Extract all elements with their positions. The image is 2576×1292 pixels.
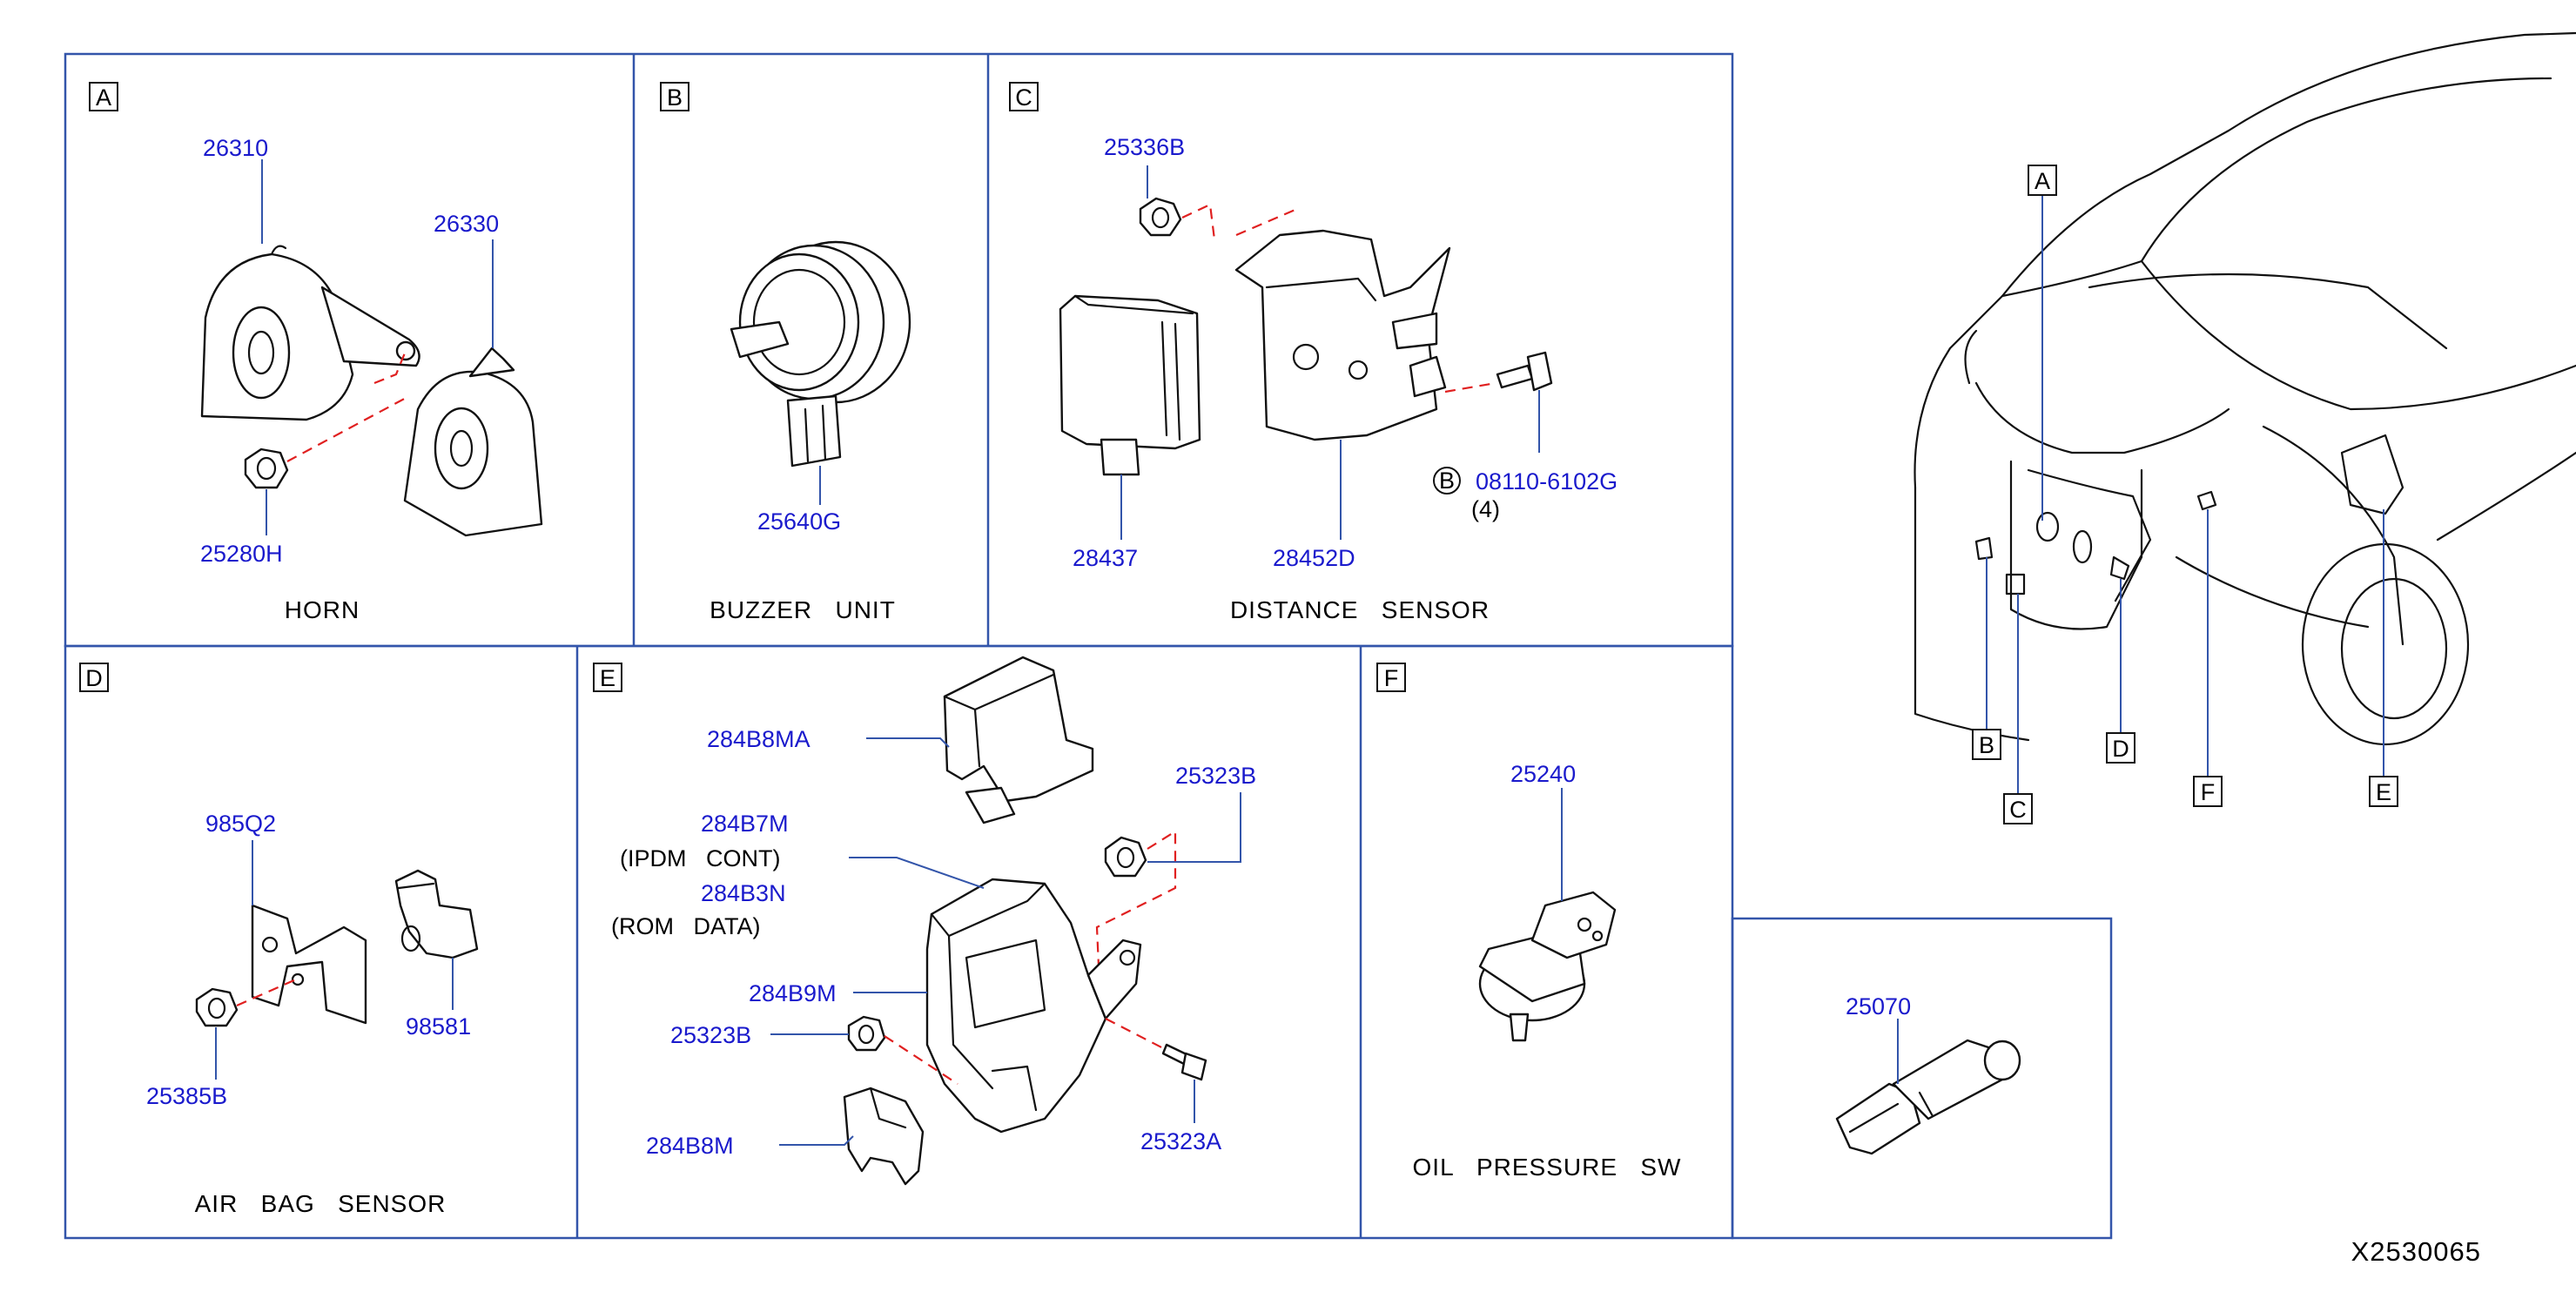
- assembly-line: [1095, 830, 1177, 967]
- ipdm-note: (IPDM CONT): [620, 845, 780, 871]
- part-number-nut-left[interactable]: 25323B: [670, 1022, 751, 1048]
- part-number-switch[interactable]: 25240: [1510, 761, 1576, 787]
- nut-drawing: [847, 1015, 886, 1052]
- part-number-horn-high[interactable]: 26330: [434, 211, 499, 237]
- part-number-clip[interactable]: 284B8M: [646, 1133, 734, 1159]
- part-number-bracket[interactable]: 985Q2: [205, 811, 276, 837]
- assembly-line: [884, 1035, 958, 1085]
- panel-frames: [64, 52, 2113, 1240]
- callout-e[interactable]: E: [2376, 779, 2391, 805]
- nut-drawing: [195, 987, 239, 1027]
- panel-caption: AIR BAG SENSOR: [195, 1190, 447, 1217]
- panel-letter-box: [1376, 663, 1406, 692]
- bolt-drawing: [1496, 351, 1553, 392]
- assembly-line: [1181, 203, 1298, 240]
- panel-letter-box: [1009, 82, 1039, 111]
- part-number-sensor[interactable]: 28437: [1073, 545, 1138, 571]
- bolt-drawing: [1161, 1043, 1207, 1081]
- panel-caption: OIL PRESSURE SW: [1413, 1154, 1682, 1181]
- oil-pressure-switch-drawing: [1478, 891, 1617, 1042]
- callout-box-c: [2003, 793, 2033, 824]
- nut-drawing: [1139, 197, 1182, 237]
- panel-air-bag-sensor: D 985Q2 25385B 98581 AIR BAG SENSOR: [79, 663, 479, 1217]
- panel-letter: C: [1015, 84, 1032, 111]
- part-number-bracket[interactable]: 284B9M: [749, 980, 837, 1006]
- ipdm-drawing: [925, 878, 1142, 1134]
- callout-box-d: [2106, 732, 2135, 764]
- leader-line: [866, 737, 950, 748]
- callout-d[interactable]: D: [2112, 736, 2129, 762]
- nut-drawing: [244, 447, 289, 489]
- panel-letter-box: [593, 663, 622, 692]
- part-number-cover[interactable]: 284B8MA: [707, 726, 810, 752]
- callout-box-b: [1972, 729, 2001, 760]
- panel-letter: B: [667, 84, 683, 111]
- part-number-bolt[interactable]: 25323A: [1140, 1128, 1221, 1154]
- panel-sensor-25070: 25070: [1835, 993, 2021, 1155]
- horn-low-drawing: [200, 245, 420, 421]
- sensor-drawing: [1835, 1039, 2021, 1155]
- panel-letter: D: [85, 665, 103, 691]
- panel-caption: BUZZER UNIT: [710, 596, 896, 623]
- panel-ipdm: E 284B8MA 25323B 284B7M (: [593, 656, 1256, 1186]
- panel-letter-box: [79, 663, 109, 692]
- callout-b[interactable]: B: [1979, 732, 1994, 758]
- reference-circle: [1433, 467, 1461, 495]
- callout-box-f: [2193, 776, 2223, 807]
- horn-high-drawing: [403, 347, 543, 537]
- cover-drawing: [943, 656, 1094, 824]
- callout-f[interactable]: F: [2201, 779, 2216, 805]
- leader-line: [1147, 792, 1241, 863]
- part-number-bracket[interactable]: 28452D: [1273, 545, 1355, 571]
- air-bag-sensor-drawing: [394, 869, 479, 959]
- diagram-id: X2530065: [2351, 1236, 2481, 1267]
- panel-letter: A: [96, 84, 111, 111]
- panel-distance-sensor: C 25336B 28437: [1009, 82, 1618, 623]
- panel-oil-pressure-switch: F 25240 OIL PRESSURE SW: [1376, 663, 1682, 1181]
- clip-drawing: [843, 1087, 925, 1186]
- panel-letter: F: [1384, 665, 1399, 691]
- leader-line: [849, 857, 985, 889]
- part-number-sensor[interactable]: 98581: [406, 1013, 471, 1040]
- callout-a[interactable]: A: [2035, 168, 2050, 194]
- leader-line: [779, 1135, 854, 1146]
- callout-box-a: [2028, 165, 2057, 196]
- bracket-drawing: [1234, 229, 1451, 441]
- part-number-rom[interactable]: 284B3N: [701, 880, 786, 906]
- rom-note: (ROM DATA): [611, 913, 760, 939]
- part-number-nut[interactable]: 25336B: [1104, 134, 1185, 160]
- part-number-ipdm[interactable]: 284B7M: [701, 811, 789, 837]
- assembly-line: [286, 395, 410, 462]
- part-number-nut[interactable]: 25385B: [146, 1083, 227, 1109]
- bracket-drawing: [251, 904, 367, 1025]
- panel-caption: DISTANCE SENSOR: [1230, 596, 1490, 623]
- vehicle-callouts: A B C D E F: [1972, 165, 2398, 824]
- panel-letter: E: [600, 665, 615, 691]
- part-number-nut[interactable]: 25280H: [200, 541, 283, 567]
- part-number-sensor[interactable]: 25070: [1846, 993, 1911, 1019]
- assembly-line: [1444, 381, 1497, 394]
- part-number-bolt[interactable]: 08110-6102G: [1476, 468, 1618, 495]
- nut-drawing: [1104, 836, 1147, 878]
- panel-letter-box: [660, 82, 689, 111]
- distance-sensor-drawing: [1059, 294, 1201, 476]
- part-number-buzzer[interactable]: 25640G: [757, 508, 841, 535]
- assembly-line: [236, 978, 297, 1007]
- callout-c[interactable]: C: [2009, 797, 2027, 823]
- assembly-line: [373, 350, 407, 385]
- panel-letter-box: [89, 82, 118, 111]
- vehicle-overview: [1914, 31, 2576, 746]
- panel-buzzer: B 25640G BUZZER UNIT: [660, 82, 911, 623]
- part-number-horn-low[interactable]: 26310: [203, 135, 268, 161]
- callout-box-e: [2369, 776, 2398, 807]
- bolt-reference-letter: B: [1439, 468, 1455, 494]
- buzzer-drawing: [730, 240, 911, 468]
- bolt-quantity: (4): [1471, 496, 1500, 522]
- panel-horn: A 26310 26330 25280H HORN: [89, 82, 543, 623]
- part-number-nut-top[interactable]: 25323B: [1175, 763, 1256, 789]
- assembly-line: [1105, 1018, 1166, 1050]
- panel-caption: HORN: [285, 596, 360, 623]
